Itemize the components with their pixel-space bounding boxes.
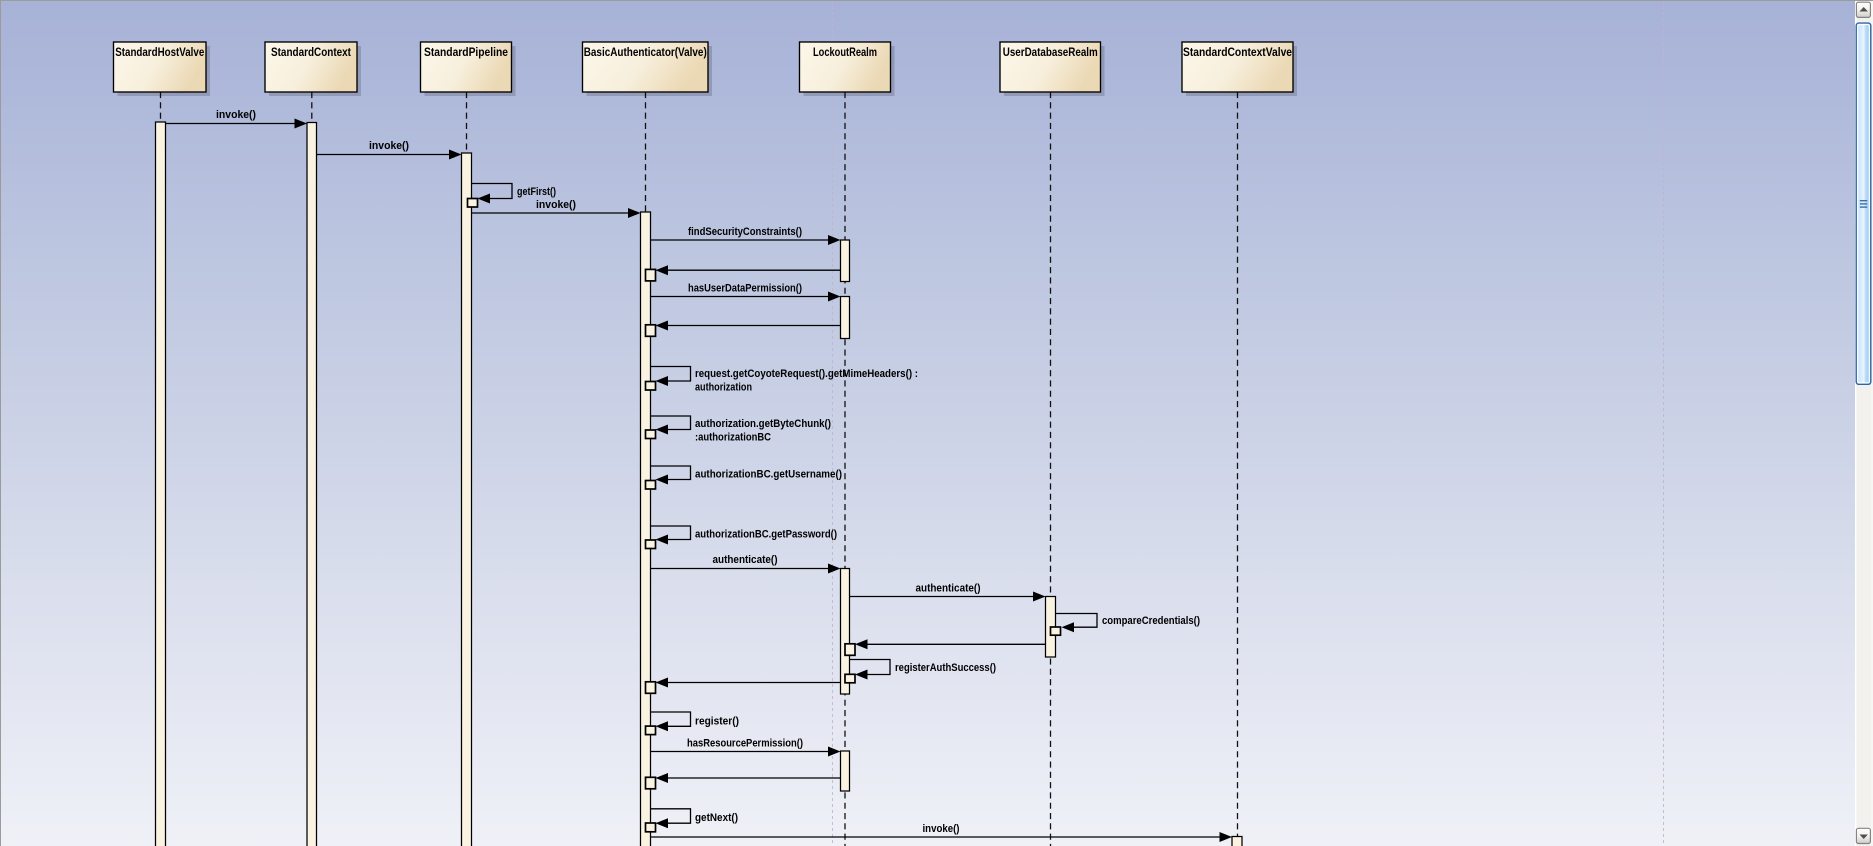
svg-text:register(): register() (695, 716, 739, 728)
svg-text:authenticate(): authenticate() (916, 583, 981, 595)
svg-text:invoke(): invoke() (923, 823, 960, 835)
svg-text:StandardContext: StandardContext (271, 45, 351, 59)
svg-text:invoke(): invoke() (536, 199, 576, 211)
svg-text:compareCredentials(): compareCredentials() (1102, 615, 1200, 627)
svg-text::authorizationBC: :authorizationBC (695, 432, 771, 444)
svg-text:authorization: authorization (695, 382, 752, 394)
svg-text:hasResourcePermission(): hasResourcePermission() (687, 738, 803, 750)
svg-text:BasicAuthenticator(Valve): BasicAuthenticator(Valve) (584, 45, 707, 59)
svg-text:LockoutRealm: LockoutRealm (813, 45, 877, 59)
svg-text:findSecurityConstraints(): findSecurityConstraints() (688, 226, 802, 238)
svg-text:hasUserDataPermission(): hasUserDataPermission() (688, 283, 802, 295)
svg-text:request.getCoyoteRequest().get: request.getCoyoteRequest().getMimeHeader… (695, 368, 918, 380)
svg-text:authorization.getByteChunk(): authorization.getByteChunk() (695, 418, 831, 430)
svg-text:authorizationBC.getUsername(): authorizationBC.getUsername() (695, 469, 842, 481)
svg-text:getFirst(): getFirst() (517, 186, 556, 198)
svg-text:StandardHostValve: StandardHostValve (115, 45, 204, 59)
svg-text:invoke(): invoke() (216, 109, 256, 121)
svg-text:UserDatabaseRealm: UserDatabaseRealm (1003, 45, 1098, 59)
svg-text:invoke(): invoke() (369, 140, 409, 152)
svg-text:getNext(): getNext() (695, 812, 738, 824)
svg-text:StandardContextValve: StandardContextValve (1183, 45, 1292, 59)
svg-text:registerAuthSuccess(): registerAuthSuccess() (895, 662, 996, 674)
svg-text:authenticate(): authenticate() (713, 554, 778, 566)
svg-text:authorizationBC.getPassword(): authorizationBC.getPassword() (695, 529, 837, 541)
svg-text:StandardPipeline: StandardPipeline (424, 45, 508, 59)
